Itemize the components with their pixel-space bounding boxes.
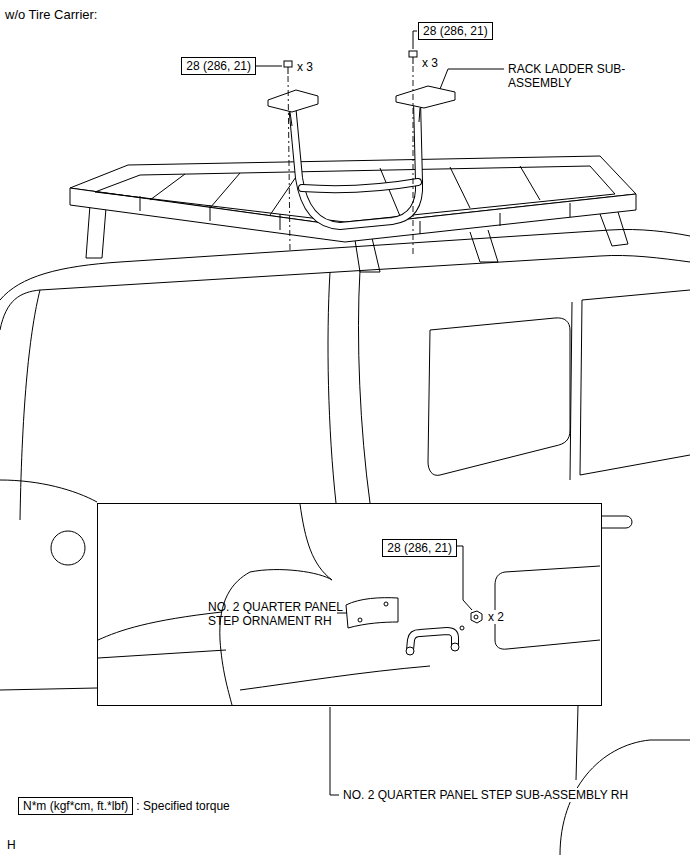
bolts-and-leaders	[256, 66, 282, 67]
roof-rack	[600, 212, 628, 246]
vehicle-body	[0, 290, 40, 330]
vehicle-body	[358, 270, 370, 503]
quantity-label: x 3	[296, 60, 314, 74]
roof-rack	[95, 166, 615, 222]
box-text: N*m (kgf*cm, ft.*lbf)	[23, 799, 128, 813]
quantity-label: x 3	[421, 56, 439, 70]
roof-rack	[355, 238, 380, 272]
detail-inset	[451, 643, 459, 651]
vehicle-body	[51, 531, 85, 565]
vehicle-body	[576, 706, 578, 780]
vehicle-body	[328, 272, 336, 503]
rack-ladder	[396, 86, 455, 108]
detail-inset	[98, 650, 226, 658]
detail-inset	[97, 503, 602, 706]
vehicle-body	[0, 688, 97, 690]
bolts-and-leaders	[440, 69, 504, 89]
detail-inset: NO. 2 QUARTER PANEL STEP ORNAMENT RH 28 (…	[97, 503, 602, 706]
rack-ladder	[292, 100, 419, 226]
rack-ladder	[302, 182, 418, 189]
part-name: NO. 2 QUARTER PANEL STEP SUB-ASSEMBLY RH	[342, 788, 629, 802]
detail-inset	[220, 572, 250, 705]
roof-rack	[470, 230, 498, 262]
detail-inset	[97, 503, 602, 795]
detail-inset	[330, 707, 339, 795]
vehicle-body	[0, 229, 690, 855]
detail-inset	[384, 602, 388, 606]
rack-ladder	[302, 182, 418, 189]
vehicle-body	[20, 290, 40, 520]
vehicle-body	[428, 318, 570, 475]
part-name: NO. 2 QUARTER PANEL STEP ORNAMENT RH	[208, 600, 358, 628]
roof-rack	[150, 166, 540, 216]
detail-inset	[406, 647, 414, 655]
legend-box: N*m (kgf*cm, ft.*lbf): Specified torque	[18, 797, 133, 815]
detail-inset	[474, 615, 478, 619]
bolts-and-leaders	[288, 76, 290, 250]
box-text: 28 (286, 21)	[387, 541, 452, 555]
vehicle-body	[580, 290, 690, 475]
bolts-and-leaders	[284, 61, 292, 67]
bolts-and-leaders	[413, 66, 414, 256]
legend-text: : Specified torque	[136, 799, 229, 813]
rack-ladder	[290, 108, 420, 126]
bolts-and-leaders	[413, 57, 414, 64]
quantity-label: x 2	[487, 610, 505, 624]
rack-ladder	[268, 86, 455, 226]
detail-inset	[495, 566, 600, 649]
detail-inset	[471, 611, 482, 623]
vehicle-body	[570, 302, 572, 480]
detail-inset	[456, 546, 472, 610]
figure-title: w/o Tire Carrier:	[5, 7, 97, 23]
detail-inset	[410, 631, 455, 650]
bolts-and-leaders	[256, 31, 504, 256]
part-name: RACK LADDER SUB-ASSEMBLY	[507, 62, 627, 90]
vehicle-body	[0, 480, 97, 502]
bolts-and-leaders	[409, 51, 417, 57]
detail-inset	[300, 504, 332, 580]
detail-inset	[98, 612, 222, 640]
detail-inset	[358, 618, 362, 622]
figure-code: H	[6, 838, 17, 852]
detail-inset	[346, 598, 398, 628]
box-text: 28 (286, 21)	[423, 24, 488, 38]
vehicle-body	[40, 255, 690, 290]
torque-box: 28 (286, 21)	[418, 22, 493, 40]
bolts-and-leaders	[288, 67, 289, 74]
roof-rack	[70, 156, 636, 272]
detail-inset	[460, 626, 464, 630]
box-text: 28 (286, 21)	[186, 59, 251, 73]
bolts-and-leaders	[413, 31, 417, 49]
detail-inset	[250, 570, 332, 580]
rack-ladder	[268, 90, 318, 112]
detail-inset	[240, 666, 430, 690]
rack-ladder	[292, 100, 419, 226]
roof-rack	[86, 205, 106, 258]
torque-box: 28 (286, 21)	[181, 57, 256, 75]
torque-box: 28 (286, 21)	[382, 539, 457, 557]
detail-inset	[410, 631, 455, 650]
